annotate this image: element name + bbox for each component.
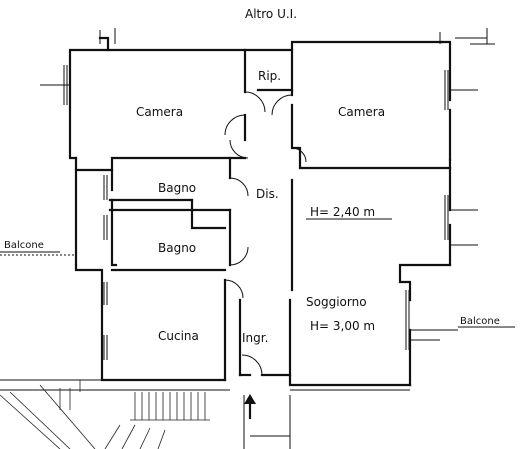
- balcone-label-right: Balcone: [460, 316, 500, 327]
- staircase: [0, 380, 291, 449]
- height-label-soggiorno: H= 3,00 m: [310, 319, 375, 333]
- room-label-cucina: Cucina: [158, 329, 199, 343]
- height-label-dis: H= 2,40 m: [310, 205, 375, 219]
- balcone-label-left: Balcone: [4, 240, 44, 251]
- room-label-camera-right: Camera: [338, 105, 385, 119]
- label-underlines: [0, 218, 515, 328]
- room-label-camera-left: Camera: [136, 105, 183, 119]
- room-label-soggiorno: Soggiorno: [306, 295, 367, 309]
- room-labels: Altro U.I. Camera Rip. Camera Bagno Dis.…: [4, 7, 500, 345]
- entrance-arrow-icon: [244, 394, 256, 420]
- balconies: [0, 254, 458, 341]
- room-label-ingr: Ingr.: [242, 331, 268, 345]
- door-swings: [224, 91, 307, 376]
- room-label-dis: Dis.: [256, 187, 279, 201]
- window-marks: [40, 28, 495, 360]
- outer-walls: [0, 36, 452, 391]
- room-label-bagno-top: Bagno: [158, 181, 196, 195]
- room-label-rip: Rip.: [258, 69, 281, 83]
- header-label: Altro U.I.: [245, 7, 297, 21]
- room-label-bagno-bottom: Bagno: [158, 241, 196, 255]
